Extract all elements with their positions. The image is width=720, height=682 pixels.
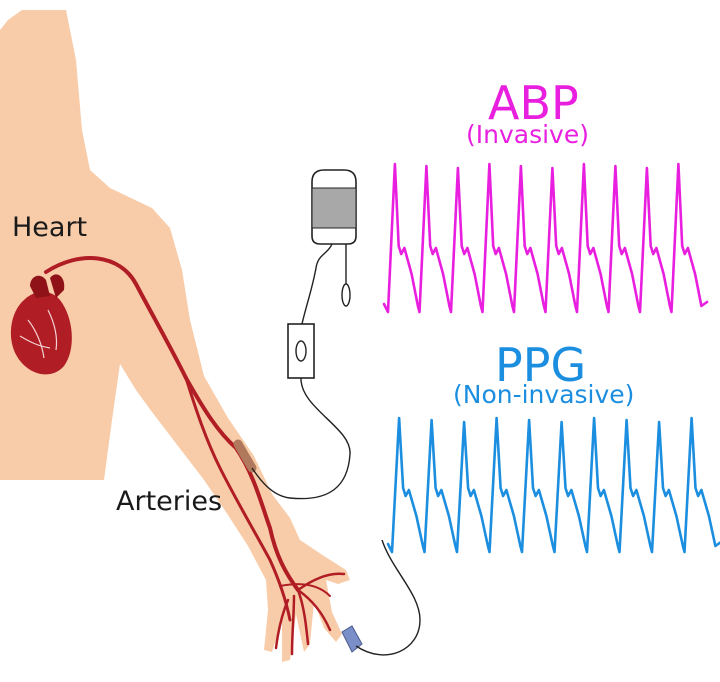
ppg-subtitle: (Non-invasive) bbox=[453, 380, 635, 409]
abp-title: ABP bbox=[488, 76, 579, 130]
ppg-waveform bbox=[386, 416, 720, 554]
pressure-transducer-icon bbox=[287, 323, 315, 379]
iv-tubing bbox=[301, 243, 333, 325]
arteries bbox=[44, 256, 346, 656]
abp-waveform bbox=[382, 162, 709, 314]
heart-label: Heart bbox=[12, 212, 88, 243]
abp-subtitle: (Invasive) bbox=[466, 120, 589, 149]
iv-bag-icon bbox=[311, 169, 357, 307]
heart-icon bbox=[10, 274, 72, 375]
pulse-oximeter-sensor-icon bbox=[341, 625, 363, 653]
body-silhouette bbox=[0, 10, 350, 662]
pressure-line bbox=[251, 377, 351, 500]
arterial-catheter bbox=[233, 439, 257, 473]
arteries-label: Arteries bbox=[116, 486, 223, 517]
sensor-cable bbox=[355, 539, 421, 656]
ppg-title: PPG bbox=[495, 338, 587, 392]
